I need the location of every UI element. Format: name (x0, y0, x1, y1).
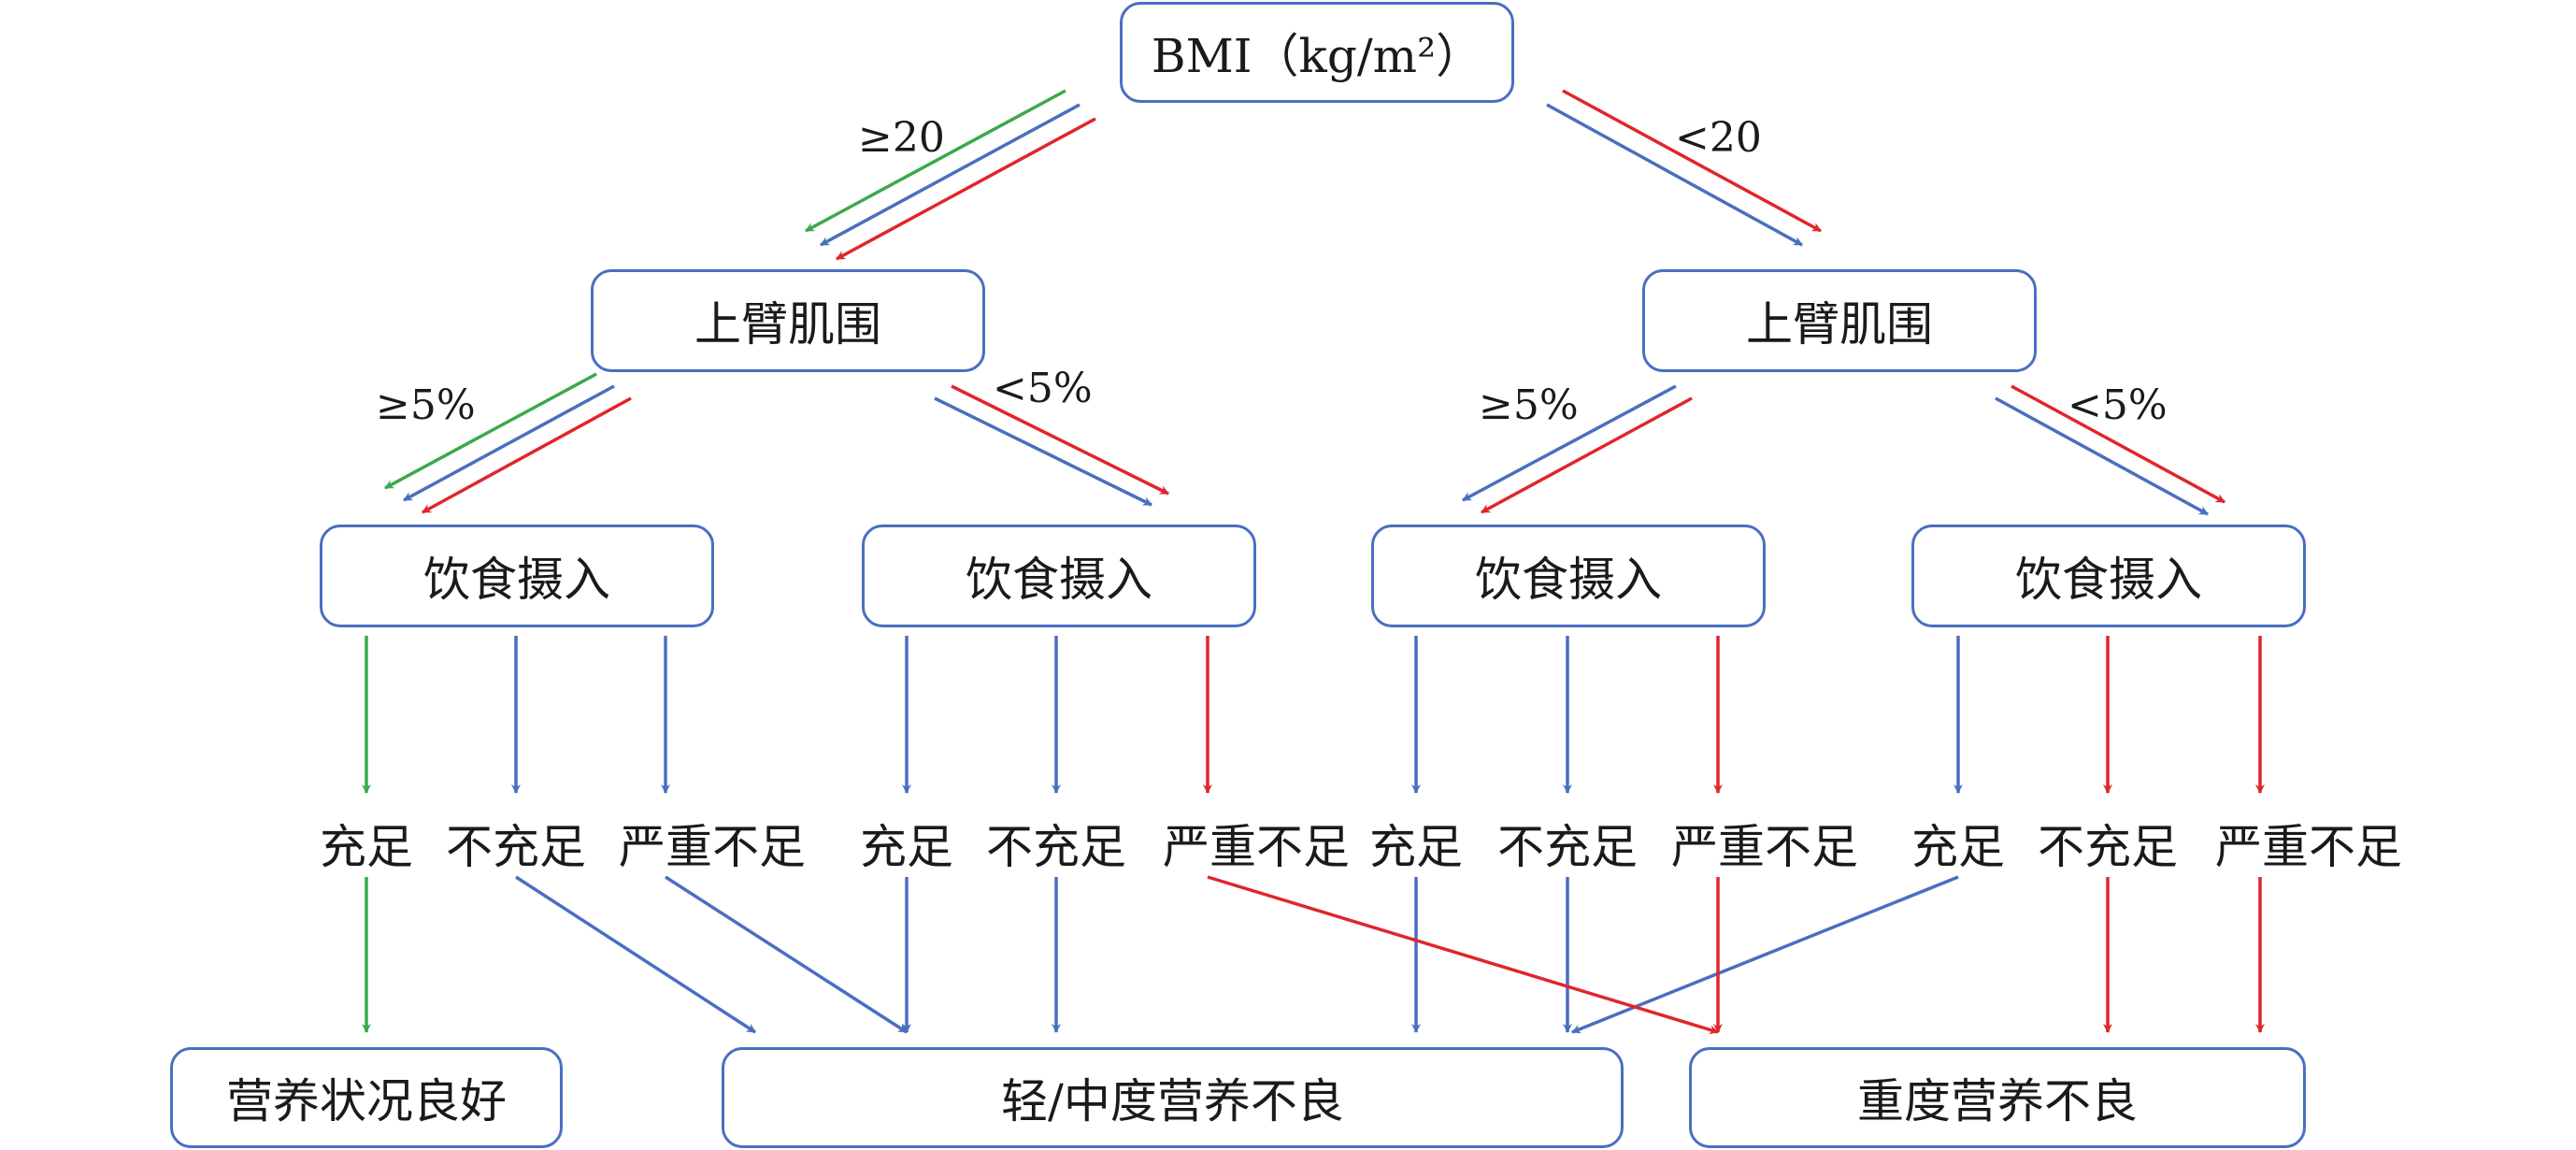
intake-option: 不充足 (2038, 820, 2178, 874)
arrow-arm2-diet3-red (1481, 396, 1693, 514)
arrow-bmi-left-blue (820, 103, 1080, 247)
diet-intake-node-4: 饮食摄入 (1911, 525, 2306, 627)
intake-option: 严重不足 (1671, 820, 1858, 874)
arm-circumference-node-left: 上臂肌围 (591, 269, 985, 372)
intake-option: 严重不足 (2215, 820, 2402, 874)
arrow-bmi-right-blue (1546, 103, 1803, 247)
diet-intake-node-2: 饮食摄入 (862, 525, 1256, 627)
edge-label-arm-left-ge: ≥5% (376, 381, 476, 429)
edge-label-arm-left-lt: <5% (993, 365, 1093, 412)
outcome-mild-moderate-node: 轻/中度营养不良 (722, 1047, 1624, 1148)
arrow-bmi-right-red (1562, 89, 1822, 233)
diet-intake-node-3: 饮食摄入 (1371, 525, 1766, 627)
intake-option: 充足 (1369, 820, 1463, 874)
arrow-opt-mild-2 (665, 875, 908, 1034)
edge-label-bmi-ge: ≥20 (858, 114, 945, 162)
arrow-arm1-diet1-red (422, 396, 632, 514)
edge-label-arm-right-lt: <5% (2068, 381, 2168, 429)
arrow-arm1-diet1-green (384, 372, 597, 490)
arm-circumference-node-right: 上臂肌围 (1642, 269, 2037, 372)
arrow-arm2-diet4-red (2011, 384, 2225, 504)
intake-option: 不充足 (1497, 820, 1638, 874)
edge-label-arm-right-ge: ≥5% (1479, 381, 1579, 429)
outcome-severe-node: 重度营养不良 (1689, 1047, 2306, 1148)
arrow-opt-severe-1 (1207, 875, 1719, 1035)
arrow-arm1-diet2-blue (934, 396, 1152, 507)
edge-label-bmi-lt: <20 (1675, 114, 1762, 162)
intake-option: 不充足 (986, 820, 1126, 874)
arrow-arm1-diet1-blue (403, 384, 615, 502)
arrow-bmi-left-green (805, 89, 1066, 233)
arrow-arm2-diet3-blue (1462, 384, 1677, 502)
intake-option: 充足 (860, 820, 953, 874)
intake-option: 严重不足 (1163, 820, 1350, 874)
intake-option: 严重不足 (619, 820, 806, 874)
intake-option: 充足 (1911, 820, 2005, 874)
arrow-arm2-diet4-blue (1995, 396, 2209, 516)
intake-option: 不充足 (446, 820, 586, 874)
arrow-arm1-diet2-red (951, 384, 1169, 496)
bmi-node: BMI（kg/m²） (1120, 2, 1514, 103)
intake-option: 充足 (320, 820, 413, 874)
diet-intake-node-1: 饮食摄入 (320, 525, 714, 627)
outcome-good-node: 营养状况良好 (170, 1047, 563, 1148)
arrow-opt-mild-7 (1571, 875, 1959, 1034)
arrow-opt-mild-1 (515, 875, 756, 1034)
arrow-bmi-left-red (836, 117, 1096, 261)
